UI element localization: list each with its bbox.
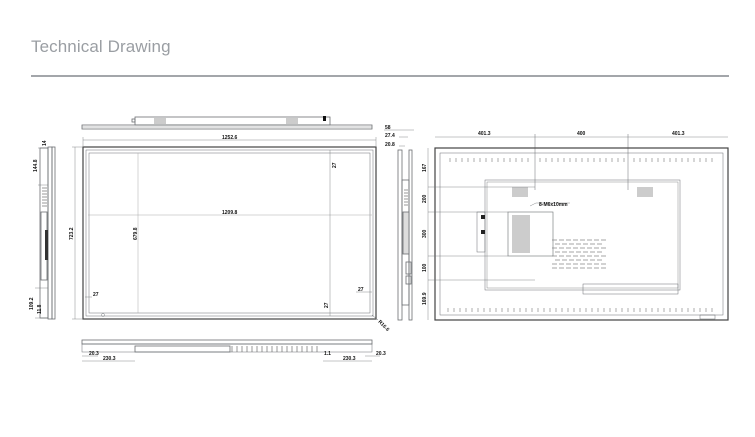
page-title: Technical Drawing bbox=[31, 37, 171, 56]
dim-rear-center-segment: 400 bbox=[577, 131, 586, 137]
dim-rear-v1: 167 bbox=[422, 163, 428, 172]
rear-view bbox=[427, 134, 729, 321]
dim-bezel-bottom: 27 bbox=[324, 302, 330, 308]
dim-rear-v4: 100 bbox=[422, 263, 428, 272]
dim-rear-v5: 169.9 bbox=[422, 292, 428, 305]
dim-bottom-right-span: 230.3 bbox=[343, 356, 356, 362]
dim-rear-v2: 200 bbox=[422, 194, 428, 203]
dim-depth-total: 58 bbox=[385, 125, 391, 131]
dim-bottom-right-inset: 20.3 bbox=[376, 351, 386, 357]
dim-rear-left-segment: 401.3 bbox=[478, 131, 491, 137]
title-divider bbox=[31, 75, 729, 77]
dim-active-width: 1209.8 bbox=[222, 210, 238, 216]
dim-bottom-center-detail: 1.1 bbox=[324, 351, 331, 357]
mount-screw-label: 8-M6x10mm bbox=[539, 202, 568, 208]
dim-left-top-offset: 14 bbox=[42, 140, 48, 146]
dim-bottom-left-inset: 20.3 bbox=[89, 351, 99, 357]
dim-overall-height: 723.2 bbox=[69, 227, 75, 240]
front-view bbox=[72, 137, 379, 321]
dim-bottom-left-span: 230.3 bbox=[103, 356, 116, 362]
dim-rear-right-segment: 401.3 bbox=[672, 131, 685, 137]
dim-bezel-left: 27 bbox=[93, 292, 99, 298]
dim-bezel-right: 27 bbox=[358, 287, 364, 293]
dim-corner-radius: R16.6 bbox=[377, 319, 391, 333]
dim-bezel-top: 27 bbox=[332, 162, 338, 168]
dim-depth-bezel: 20.8 bbox=[385, 142, 395, 148]
dim-left-port-span: 144.8 bbox=[33, 159, 39, 172]
dim-active-height: 679.8 bbox=[133, 227, 139, 240]
dim-depth-body: 27.4 bbox=[385, 133, 395, 139]
dim-left-lower-offset: 109.2 bbox=[29, 297, 35, 310]
right-side-view bbox=[384, 129, 414, 321]
bottom-view bbox=[81, 339, 380, 362]
top-view bbox=[81, 116, 373, 130]
dim-rear-v3: 300 bbox=[422, 229, 428, 238]
left-side-view bbox=[35, 146, 56, 320]
dim-overall-width: 1252.6 bbox=[222, 135, 238, 141]
dim-left-lower-detail: 11.8 bbox=[37, 304, 43, 314]
dimension-labels: 1252.6 1209.8 723.2 679.8 27 27 27 27 R1… bbox=[29, 125, 685, 362]
